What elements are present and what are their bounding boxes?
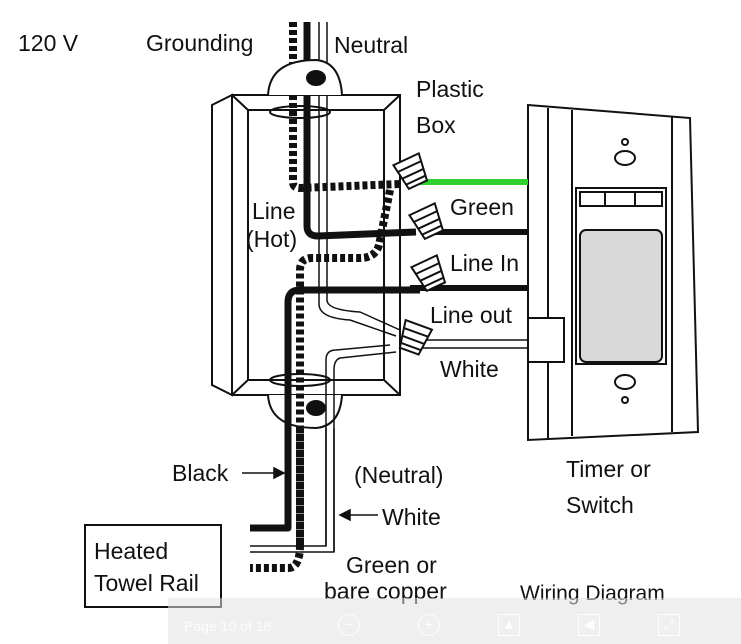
label-white-bottom: White <box>382 504 441 530</box>
label-hot: (Hot) <box>246 226 298 252</box>
label-green: Green <box>450 194 514 220</box>
label-arrows <box>242 466 378 522</box>
label-plastic: Plastic <box>416 76 484 102</box>
label-timer-or: Timer or <box>566 456 651 482</box>
label-white: White <box>440 356 499 382</box>
label-grounding: Grounding <box>146 30 254 56</box>
label-green-or: Green or <box>346 552 437 578</box>
label-voltage: 120 V <box>18 30 79 56</box>
label-switch: Switch <box>566 492 634 518</box>
outgoing-cable <box>284 428 335 552</box>
label-heated: Heated <box>94 538 169 564</box>
label-neutral-top: Neutral <box>334 32 409 58</box>
label-line-in: Line In <box>450 250 520 276</box>
first-page-button[interactable]: ▲ <box>498 614 520 636</box>
label-line-out: Line out <box>430 302 512 328</box>
wire-nuts <box>391 152 447 356</box>
label-neutral-paren: (Neutral) <box>354 462 444 488</box>
zoom-out-button[interactable]: − <box>338 614 360 636</box>
page-indicator: Page 10 of 18 <box>184 618 272 634</box>
heated-towel-rail-box: Heated Towel Rail <box>84 524 222 608</box>
label-towel-rail: Towel Rail <box>94 570 199 596</box>
label-box: Box <box>416 112 456 138</box>
zoom-in-button[interactable]: + <box>418 614 440 636</box>
viewer-toolbar: Page 10 of 18 − + ▲ ◀ ▶ ⤢ <box>168 598 741 644</box>
label-black: Black <box>172 460 229 486</box>
label-line: Line <box>252 198 296 224</box>
prev-page-button[interactable]: ◀ <box>578 614 600 636</box>
timer-switch <box>527 103 700 442</box>
wires <box>250 95 528 572</box>
expand-button[interactable]: ⤢ <box>658 614 680 636</box>
